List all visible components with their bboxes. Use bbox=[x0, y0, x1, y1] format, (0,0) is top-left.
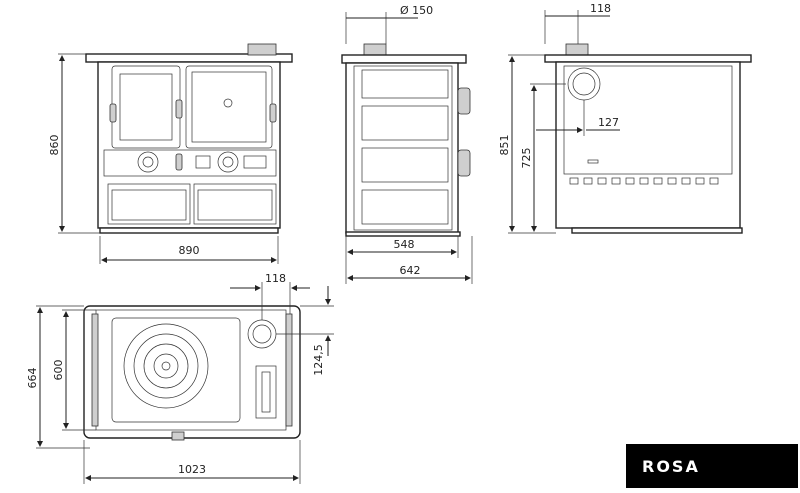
side-depth-total-label: 642 bbox=[400, 264, 421, 277]
brand-name: ROSA bbox=[642, 456, 700, 476]
side-depth-inner-label: 548 bbox=[394, 238, 415, 251]
rear-vents bbox=[569, 177, 719, 185]
rear-height-flue-label: 725 bbox=[520, 148, 533, 169]
rear-flue-height-label: 127 bbox=[598, 116, 619, 129]
front-height-label: 860 bbox=[48, 135, 61, 156]
flue-diameter-label: Ø 150 bbox=[400, 4, 433, 17]
brand-banner: ROSA bbox=[626, 444, 798, 488]
top-depth-total-label: 664 bbox=[26, 368, 39, 389]
rear-view: 118 851 725 127 bbox=[498, 2, 752, 234]
top-width-label: 1023 bbox=[178, 463, 206, 476]
rear-height-total-label: 851 bbox=[498, 135, 511, 156]
top-flue-depth-label: 124,5 bbox=[312, 344, 325, 376]
side-view: Ø 150 548 642 bbox=[341, 4, 473, 284]
front-width-label: 890 bbox=[179, 244, 200, 257]
front-view: 860 890 bbox=[48, 43, 293, 264]
top-depth-inner-label: 600 bbox=[52, 360, 65, 381]
rear-flue-offset-label: 118 bbox=[590, 2, 611, 15]
top-flue-offset-label: 118 bbox=[265, 272, 286, 285]
top-view: 118 124,5 664 600 1023 bbox=[26, 272, 334, 484]
